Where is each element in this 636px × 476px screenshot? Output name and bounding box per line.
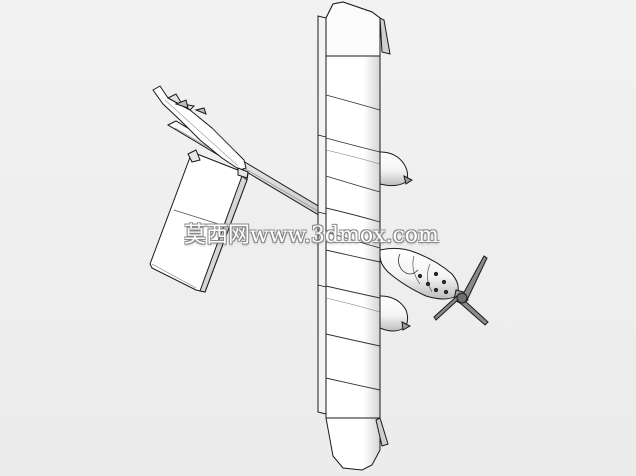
site-watermark: 莫西网www.3dmox.com bbox=[184, 223, 439, 248]
fuselage-nacelle bbox=[379, 247, 459, 300]
main-wing bbox=[317, 1, 391, 471]
horizontal-stabilizer bbox=[149, 149, 249, 293]
propeller bbox=[433, 255, 489, 326]
engine-pod-lower bbox=[379, 295, 412, 332]
engine-pod-upper bbox=[379, 151, 413, 187]
vertical-tail-fin bbox=[152, 85, 247, 171]
